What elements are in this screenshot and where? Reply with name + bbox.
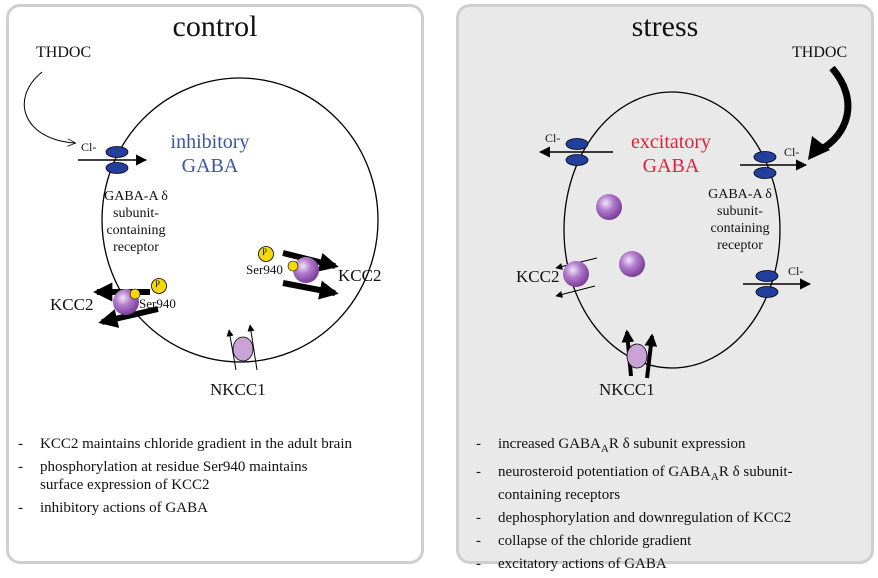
control-receptor-line-2: subunit- bbox=[113, 206, 159, 221]
stress-cell-membrane bbox=[563, 91, 781, 369]
control-center-line-2: GABA bbox=[181, 155, 239, 177]
control-bullet-1: - KCC2 maintains chloride gradient in the… bbox=[18, 435, 418, 453]
stress-cl-left-label: Cl- bbox=[545, 131, 561, 145]
stress-receptor-label: GABA-A δ subunit- containing receptor bbox=[700, 186, 780, 254]
stress-bullet-4-text: collapse of the chloride gradient bbox=[498, 533, 692, 549]
stress-bullet-2-sub: A bbox=[710, 471, 719, 483]
stress-kcc2-transporter bbox=[555, 257, 598, 298]
stress-receptor-line-2: subunit- bbox=[717, 204, 763, 219]
stress-bullet-3-text: dephosphorylation and downregulation of … bbox=[498, 510, 792, 526]
stress-title: stress bbox=[631, 10, 699, 43]
control-bullet-2-cont: surface expression of KCC2 bbox=[40, 477, 210, 493]
stress-bullet-2-pre: neurosteroid potentiation of GABA bbox=[498, 464, 711, 480]
stress-bullet-5-dash: - bbox=[476, 556, 481, 572]
stress-thdoc-label: THDOC bbox=[792, 44, 848, 61]
control-gaba-a-channel bbox=[78, 146, 148, 174]
stress-bullet-list: -increased GABAAR δ subunit expression -… bbox=[476, 435, 868, 578]
control-thdoc-arrow bbox=[23, 71, 75, 143]
control-kcc2-left-label: KCC2 bbox=[50, 295, 94, 314]
stress-gaba-a-channel-left bbox=[538, 138, 613, 166]
stress-cl-right-bottom-label: Cl- bbox=[788, 264, 804, 278]
control-panel bbox=[6, 4, 424, 564]
stress-thdoc-arrow bbox=[818, 65, 852, 154]
stress-bullet-4: - collapse of the chloride gradient bbox=[476, 532, 868, 550]
stress-bullet-3: - dephosphorylation and downregulation of… bbox=[476, 509, 868, 527]
control-bullet-3-text: inhibitory actions of GABA bbox=[40, 500, 208, 516]
control-kcc2-right-label: KCC2 bbox=[338, 266, 382, 285]
stress-gaba-a-channel-right-bottom bbox=[743, 270, 812, 298]
stress-internalized-kcc2-1 bbox=[596, 194, 622, 220]
control-bullet-1-dash: - bbox=[18, 436, 23, 452]
control-bullet-3: - inhibitory actions of GABA bbox=[18, 499, 418, 517]
control-bullet-3-dash: - bbox=[18, 500, 23, 516]
stress-bullet-2-dash: - bbox=[476, 464, 481, 480]
stress-receptor-line-4: receptor bbox=[717, 238, 763, 253]
control-bullet-1-text: KCC2 maintains chloride gradient in the … bbox=[40, 436, 353, 452]
stress-cl-right-top-label: Cl- bbox=[784, 145, 800, 159]
control-nkcc1-label: NKCC1 bbox=[210, 380, 266, 399]
stress-internalized-kcc2-2 bbox=[619, 251, 645, 277]
control-bullet-2-text: phosphorylation at residue Ser940 mainta… bbox=[40, 459, 308, 475]
stress-bullet-1: - increased GABAAR δ subunit expression bbox=[476, 435, 868, 458]
control-ser940-right-label: Ser940 bbox=[246, 262, 283, 277]
stress-bullet-2-cont: containing receptors bbox=[498, 487, 621, 503]
stress-center-line-1: excitatory bbox=[631, 131, 711, 153]
stress-center-label: excitatory GABA bbox=[616, 130, 726, 178]
control-ser940-left-label: Ser940 bbox=[139, 296, 176, 311]
control-receptor-label: GABA-A δ subunit- containing receptor bbox=[96, 188, 176, 256]
stress-nkcc1-transporter bbox=[621, 329, 658, 379]
stress-kcc2-label: KCC2 bbox=[516, 267, 560, 286]
control-cell-membrane bbox=[101, 77, 379, 363]
control-title: control bbox=[172, 10, 258, 43]
stress-bullet-2: - neurosteroid potentiation of GABAAR δ s… bbox=[476, 463, 868, 504]
control-nkcc1-transporter bbox=[226, 324, 258, 371]
control-bullet-2: - phosphorylation at residue Ser940 maint… bbox=[18, 458, 418, 494]
control-receptor-line-3: containing bbox=[106, 223, 166, 238]
stress-bullet-4-dash: - bbox=[476, 533, 481, 549]
control-cl-label: Cl- bbox=[81, 140, 97, 154]
control-kcc2-left-transporter bbox=[93, 278, 167, 328]
control-center-line-1: inhibitory bbox=[170, 131, 250, 153]
control-center-label: inhibitory GABA bbox=[160, 130, 260, 178]
control-kcc2-right-transporter bbox=[258, 246, 339, 300]
stress-bullet-1-sub: A bbox=[600, 443, 609, 455]
stress-receptor-line-3: containing bbox=[710, 221, 770, 236]
control-phospho-right-label: P bbox=[262, 247, 268, 257]
control-phospho-left-label: P bbox=[155, 279, 161, 289]
stress-bullet-3-dash: - bbox=[476, 510, 481, 526]
stress-bullet-1-dash: - bbox=[476, 436, 481, 452]
stress-bullet-1-pre: increased GABA bbox=[498, 436, 601, 452]
control-receptor-line-4: receptor bbox=[113, 240, 159, 255]
stress-nkcc1-label: NKCC1 bbox=[599, 380, 655, 399]
stress-bullet-5-text: excitatory actions of GABA bbox=[498, 556, 667, 572]
stress-center-line-2: GABA bbox=[642, 155, 700, 177]
stress-receptor-line-1: GABA-A δ bbox=[708, 187, 772, 202]
control-bullet-list: - KCC2 maintains chloride gradient in the… bbox=[18, 435, 418, 522]
stress-gaba-a-channel-right-top bbox=[740, 151, 808, 179]
control-thdoc-label: THDOC bbox=[36, 44, 92, 61]
stress-bullet-5: - excitatory actions of GABA bbox=[476, 555, 868, 573]
control-receptor-line-1: GABA-A δ bbox=[104, 189, 168, 204]
stress-bullet-1-post: R δ subunit expression bbox=[608, 436, 746, 452]
stress-bullet-2-post: R δ subunit- bbox=[718, 464, 793, 480]
control-bullet-2-dash: - bbox=[18, 459, 23, 475]
